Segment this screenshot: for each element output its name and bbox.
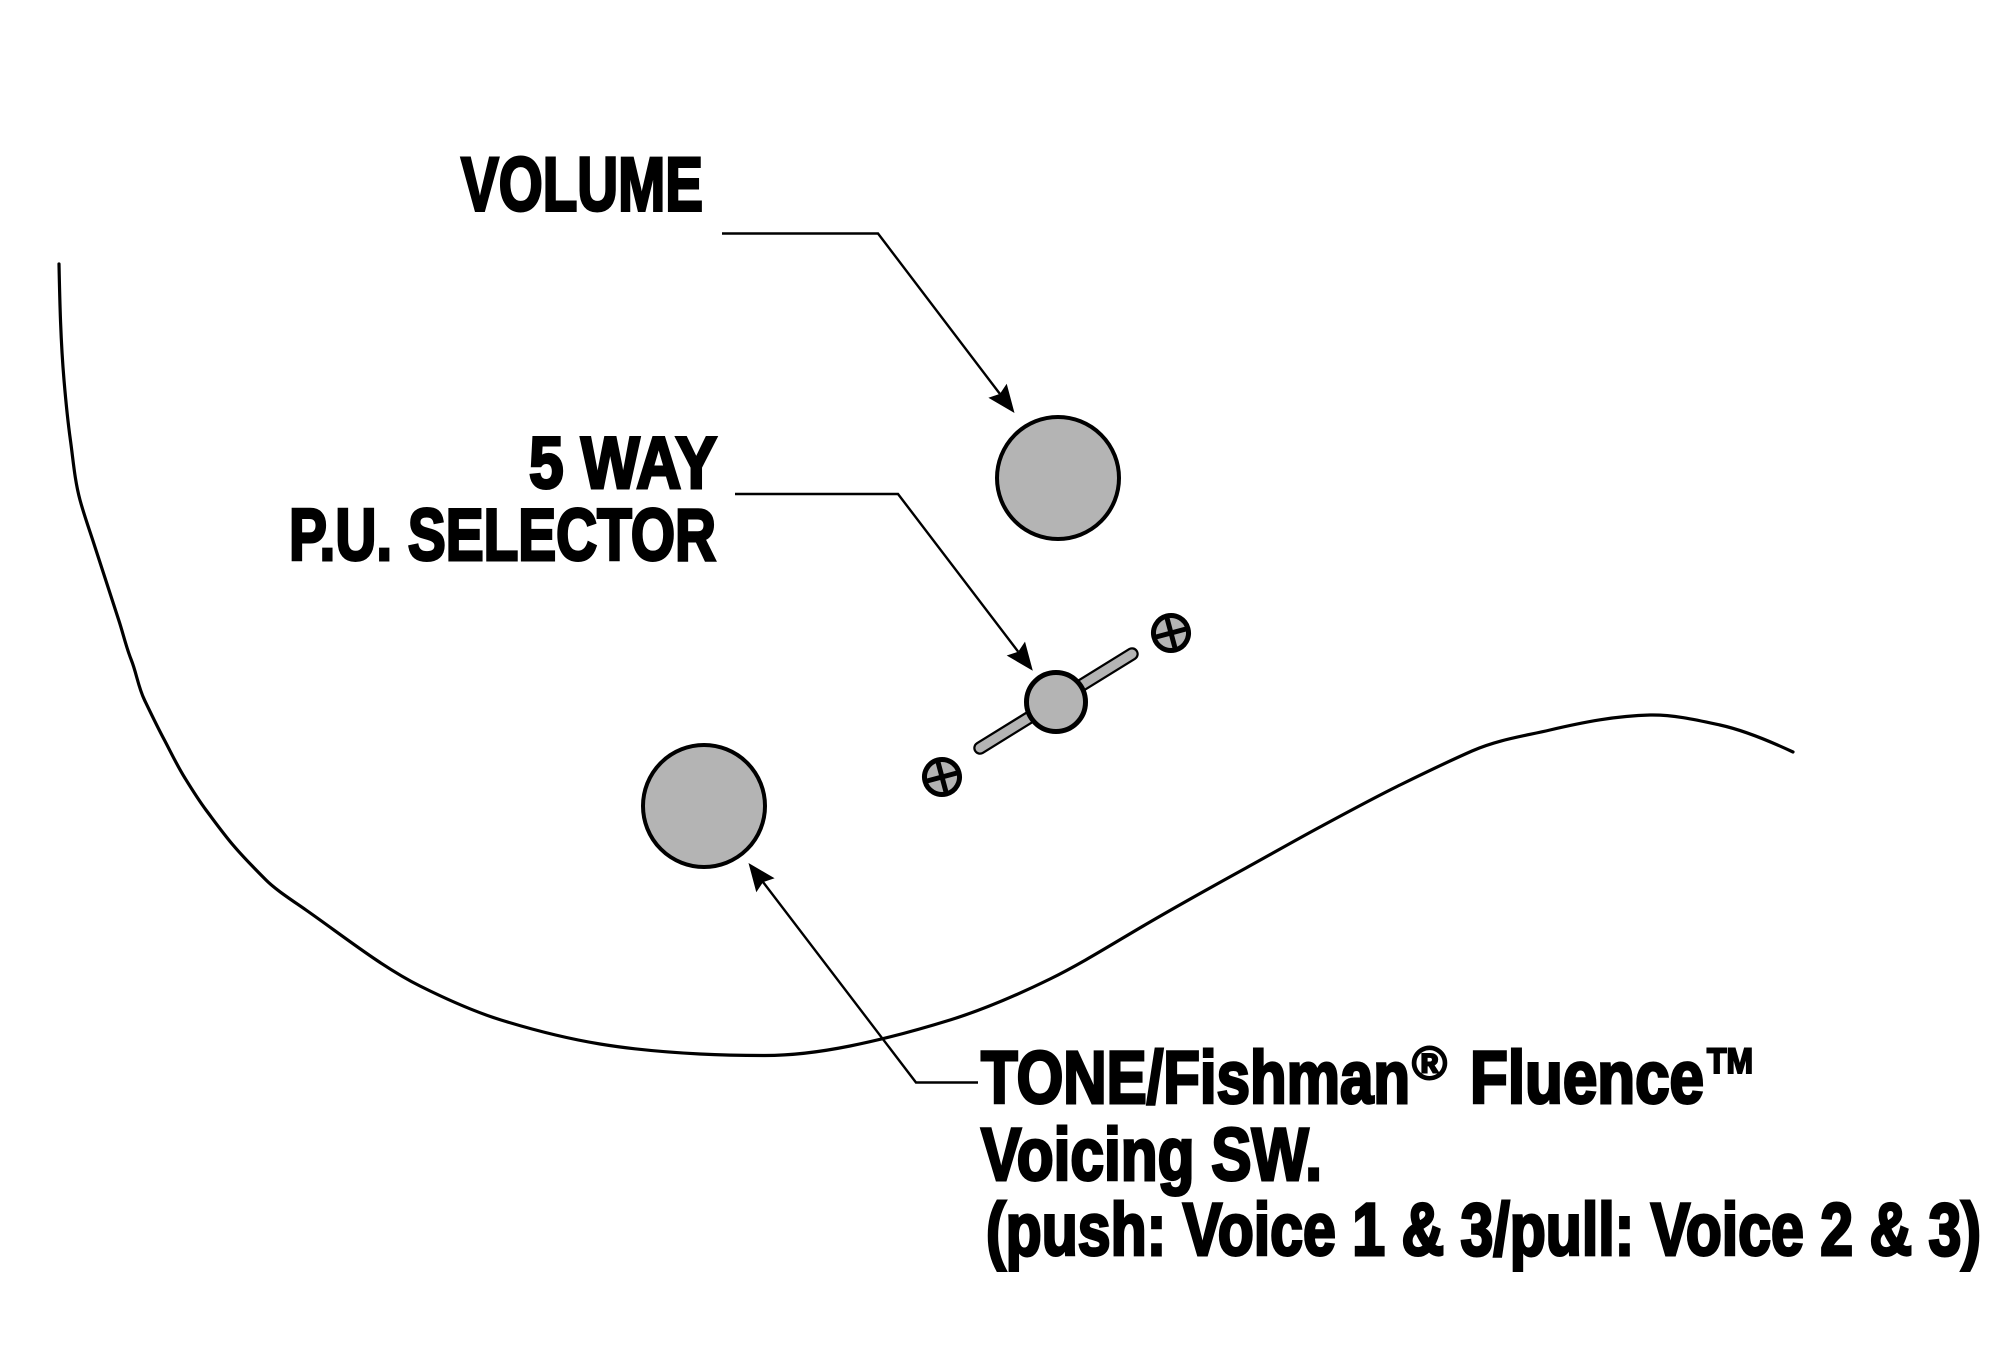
- svg-text:5 WAY: 5 WAY: [529, 423, 717, 504]
- svg-text:(push: Voice 1 & 3/pull: Voice: (push: Voice 1 & 3/pull: Voice 2 & 3): [986, 1188, 1981, 1271]
- svg-text:TONE/Fishman: TONE/Fishman: [981, 1036, 1410, 1119]
- svg-text:®: ®: [1412, 1037, 1447, 1089]
- svg-text:VOLUME: VOLUME: [461, 143, 703, 228]
- svg-text:Fluence: Fluence: [1470, 1036, 1704, 1119]
- svg-text:Voicing SW.: Voicing SW.: [981, 1113, 1322, 1196]
- svg-text:P.U. SELECTOR: P.U. SELECTOR: [289, 495, 716, 576]
- svg-text:TM: TM: [1707, 1042, 1753, 1081]
